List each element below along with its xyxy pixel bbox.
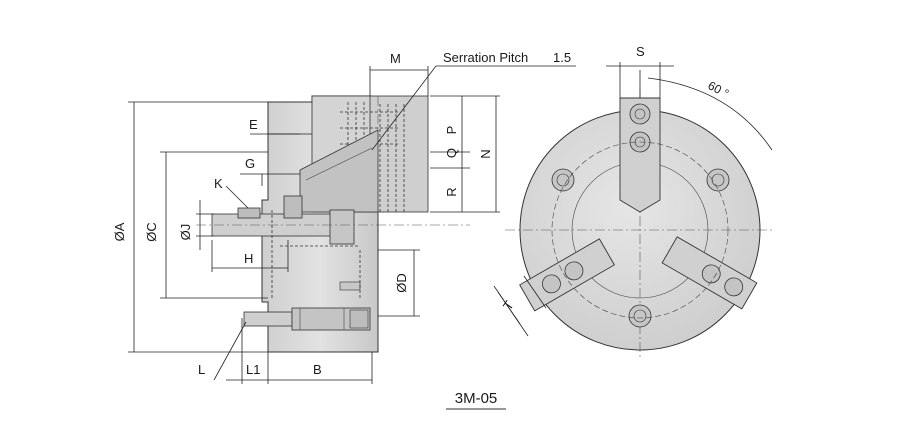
dim-label-L1: L1 — [246, 362, 260, 377]
serration-pitch-label: Serration Pitch — [443, 50, 528, 65]
mount-hole — [628, 304, 652, 328]
lower-right-jaw — [661, 236, 758, 310]
dim-label-L: L — [198, 362, 205, 377]
dim-label-G: G — [245, 156, 255, 171]
serration-pitch-value: 1.5 — [553, 50, 571, 65]
dim-label-E: E — [249, 117, 258, 132]
side-dimensions — [128, 65, 576, 384]
dim-label-N: N — [478, 149, 493, 158]
dim-label-P: P — [444, 126, 459, 135]
dim-label-J: ØJ — [178, 224, 193, 241]
lower-left-jaw — [519, 238, 615, 312]
mount-hole — [551, 168, 575, 192]
dim-label-D: ØD — [394, 273, 409, 293]
mount-hole — [706, 168, 730, 192]
dim-label-S: S — [636, 44, 645, 59]
front-dimensions — [493, 62, 773, 337]
dim-label-M: M — [390, 51, 401, 66]
angle-label: 60 ° — [706, 78, 732, 101]
dim-label-C: ØC — [144, 222, 159, 242]
dim-label-T: T — [500, 298, 517, 313]
dim-label-B: B — [313, 362, 322, 377]
top-jaw — [619, 97, 661, 213]
side-view — [196, 95, 470, 353]
model-title: 3M-05 — [455, 390, 498, 407]
dim-label-K: K — [214, 176, 223, 191]
dim-label-R: R — [444, 187, 459, 196]
dim-label-A: ØA — [112, 222, 127, 241]
front-view — [505, 90, 775, 360]
dim-label-H: H — [244, 251, 253, 266]
jaw-serration — [369, 95, 429, 213]
dim-label-Q: Q — [444, 148, 459, 158]
mounting-bolt — [243, 311, 293, 327]
